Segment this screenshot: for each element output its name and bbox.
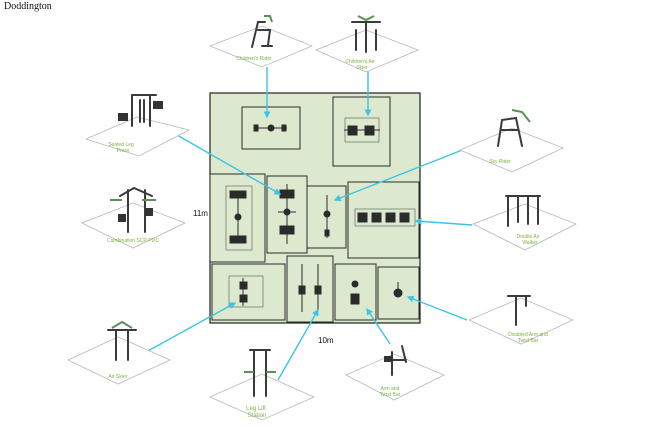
station-label: Seated Leg bbox=[108, 142, 134, 148]
zone-leg-lift-station bbox=[286, 255, 334, 323]
zone-air-skier bbox=[211, 263, 286, 321]
arrow-double-air-walker bbox=[414, 217, 473, 226]
station-label: Arm and bbox=[381, 386, 400, 392]
station-label: Twist Bar bbox=[518, 338, 539, 344]
arrow-air-skier bbox=[145, 302, 237, 353]
play-area-plan: 11m 10m bbox=[193, 92, 421, 345]
station-label: Air Skier bbox=[109, 374, 128, 380]
station-label: Double Air bbox=[516, 234, 539, 240]
height-dimension-label: 11m bbox=[193, 209, 208, 218]
arrow-sky-rider bbox=[333, 146, 471, 202]
zone-sky-rider bbox=[306, 185, 347, 249]
svg-text:Sky Rider: Sky Rider bbox=[489, 159, 511, 165]
connector-arrows bbox=[145, 67, 473, 381]
station-label: Walker bbox=[522, 240, 538, 246]
station-label: Skier bbox=[356, 65, 368, 71]
width-dimension-label: 10m bbox=[318, 336, 334, 345]
svg-text:Children's Rider: Children's Rider bbox=[236, 56, 272, 62]
station-label: Leg Lift bbox=[246, 406, 266, 412]
zone-combination-sch-pdc bbox=[209, 173, 266, 263]
page-title: Doddington bbox=[4, 1, 52, 12]
arrow-disabled-arm-twist bbox=[406, 295, 468, 321]
station-label: Sky Rider bbox=[489, 159, 511, 165]
zone-childrens-air-skier bbox=[332, 96, 391, 167]
station-label: Children's Air bbox=[345, 59, 375, 65]
station-childrens-rider: Children's Rider bbox=[208, 15, 314, 68]
zone-double-air-walker bbox=[347, 181, 420, 259]
svg-text:Air Skier: Air Skier bbox=[109, 374, 128, 380]
zone-childrens-rider bbox=[241, 106, 301, 150]
arrow-seated-leg-press bbox=[169, 130, 282, 195]
zone-seated-leg-press bbox=[266, 175, 308, 254]
station-label: Twist Bar bbox=[380, 392, 401, 398]
station-label: Combination SCP-PDC bbox=[107, 238, 159, 244]
station-label: Children's Rider bbox=[236, 56, 272, 62]
arrow-arm-and-twist-bar bbox=[366, 307, 391, 345]
svg-text:Combination SCP-PDC: Combination SCP-PDC bbox=[107, 238, 159, 244]
arrow-leg-lift-station bbox=[277, 308, 319, 381]
station-sky-rider: Sky Rider bbox=[458, 109, 565, 173]
station-combination-sch-pdc: Combination SCP-PDC bbox=[81, 186, 187, 249]
zone-arm-and-twist-bar bbox=[334, 263, 377, 321]
station-label: Station bbox=[248, 413, 267, 419]
zone-disabled-arm-twist bbox=[377, 266, 420, 320]
station-air-skier: Air Skier bbox=[67, 320, 171, 385]
station-label: Disabled Arm and bbox=[508, 332, 548, 338]
station-label: Press bbox=[117, 148, 130, 154]
